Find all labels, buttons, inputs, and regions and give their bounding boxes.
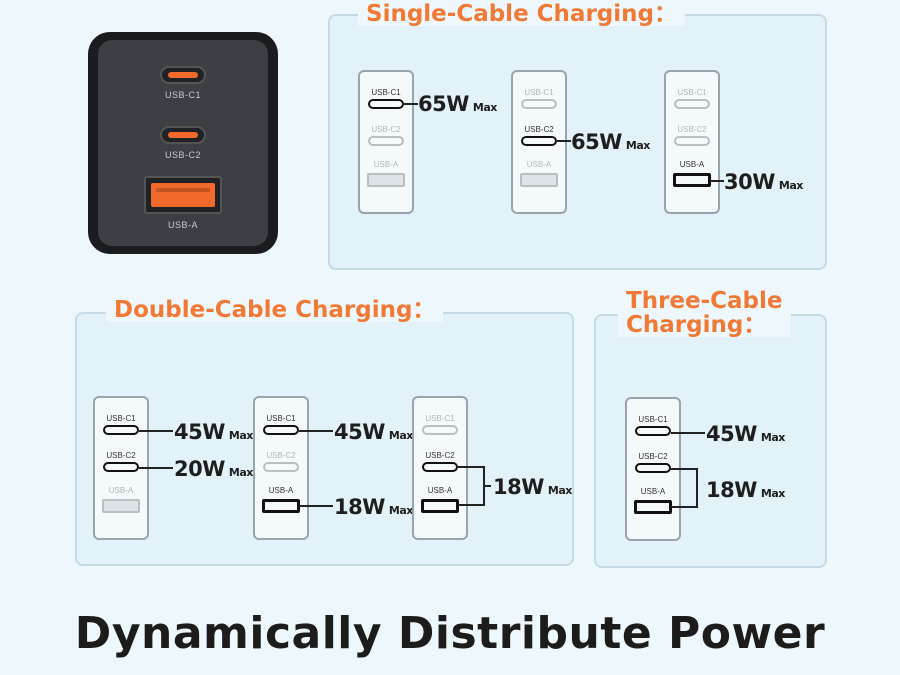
- usb-a-port: [367, 173, 405, 187]
- headline: Dynamically Distribute Power: [74, 608, 826, 659]
- double-cable-panel: [75, 312, 574, 566]
- port-label: USB-C2: [106, 451, 136, 460]
- port-label: USB-C1: [371, 88, 401, 97]
- connector-line: [139, 430, 173, 432]
- usb-c1-port: [674, 99, 710, 109]
- connector-line: [671, 468, 697, 470]
- single-diagram-2: USB-C1 USB-C2 USB-A: [511, 70, 567, 214]
- connector-line: [710, 180, 724, 182]
- usb-a-label: USB-A: [167, 220, 198, 230]
- double-diagram-3: USB-C1 USB-C2 USB-A: [412, 396, 468, 540]
- connector-line: [458, 504, 484, 506]
- usb-a-port: [144, 176, 222, 214]
- port-label: USB-C2: [524, 125, 554, 134]
- connector-line: [557, 140, 571, 142]
- usb-c2-label: USB-C2: [164, 150, 201, 160]
- connector-line: [458, 466, 484, 468]
- usb-c2-port: [635, 463, 671, 473]
- usb-c2-port: [103, 462, 139, 472]
- double-diagram-2: USB-C1 USB-C2 USB-A: [253, 396, 309, 540]
- port-label: USB-C2: [266, 451, 296, 460]
- port-label: USB-C2: [677, 125, 707, 134]
- port-label: USB-A: [526, 160, 552, 169]
- connector-line: [139, 467, 173, 469]
- usb-a-port: [102, 499, 140, 513]
- port-label: USB-A: [640, 487, 666, 496]
- usb-c2-port: [674, 136, 710, 146]
- port-label: USB-C1: [524, 88, 554, 97]
- usb-c1-port: [263, 425, 299, 435]
- usb-c1-port: [635, 426, 671, 436]
- usb-a-port: [262, 499, 300, 513]
- port-label: USB-C2: [638, 452, 668, 461]
- usb-c1-port: [422, 425, 458, 435]
- usb-a-port: [634, 500, 672, 514]
- bracket-line: [696, 468, 698, 508]
- usb-c1-port: [160, 66, 206, 84]
- usb-a-port: [421, 499, 459, 513]
- port-label: USB-C1: [266, 414, 296, 423]
- connector-line: [404, 103, 418, 105]
- connector-line: [299, 430, 333, 432]
- connector-line: [671, 506, 697, 508]
- connector-line: [483, 485, 491, 487]
- connector-line: [671, 432, 705, 434]
- three-diagram: USB-C1 USB-C2 USB-A: [625, 397, 681, 541]
- port-label: USB-C2: [371, 125, 401, 134]
- usb-c2-port: [368, 136, 404, 146]
- connector-line: [299, 505, 333, 507]
- port-label: USB-A: [373, 160, 399, 169]
- port-label: USB-A: [108, 486, 134, 495]
- port-label: USB-A: [268, 486, 294, 495]
- port-label: USB-C1: [106, 414, 136, 423]
- usb-a-port: [520, 173, 558, 187]
- port-label: USB-A: [427, 486, 453, 495]
- charger-face: USB-C1 USB-C2 USB-A: [98, 40, 268, 246]
- usb-c1-label: USB-C1: [164, 90, 201, 100]
- usb-c1-port: [368, 99, 404, 109]
- charger-image: USB-C1 USB-C2 USB-A: [88, 32, 278, 254]
- single-cable-title: Single-Cable Charging：: [358, 2, 685, 26]
- usb-c2-port: [263, 462, 299, 472]
- single-diagram-1: USB-C1 USB-C2 USB-A: [358, 70, 414, 214]
- double-cable-title: Double-Cable Charging：: [106, 298, 444, 322]
- single-diagram-3: USB-C1 USB-C2 USB-A: [664, 70, 720, 214]
- port-label: USB-C1: [425, 414, 455, 423]
- usb-c1-port: [103, 425, 139, 435]
- port-label: USB-A: [679, 160, 705, 169]
- usb-c2-port: [521, 136, 557, 146]
- port-label: USB-C1: [638, 415, 668, 424]
- usb-c1-port: [521, 99, 557, 109]
- port-label: USB-C2: [425, 451, 455, 460]
- usb-c2-port: [422, 462, 458, 472]
- usb-a-port: [673, 173, 711, 187]
- double-diagram-1: USB-C1 USB-C2 USB-A: [93, 396, 149, 540]
- port-label: USB-C1: [677, 88, 707, 97]
- usb-c2-port: [160, 126, 206, 144]
